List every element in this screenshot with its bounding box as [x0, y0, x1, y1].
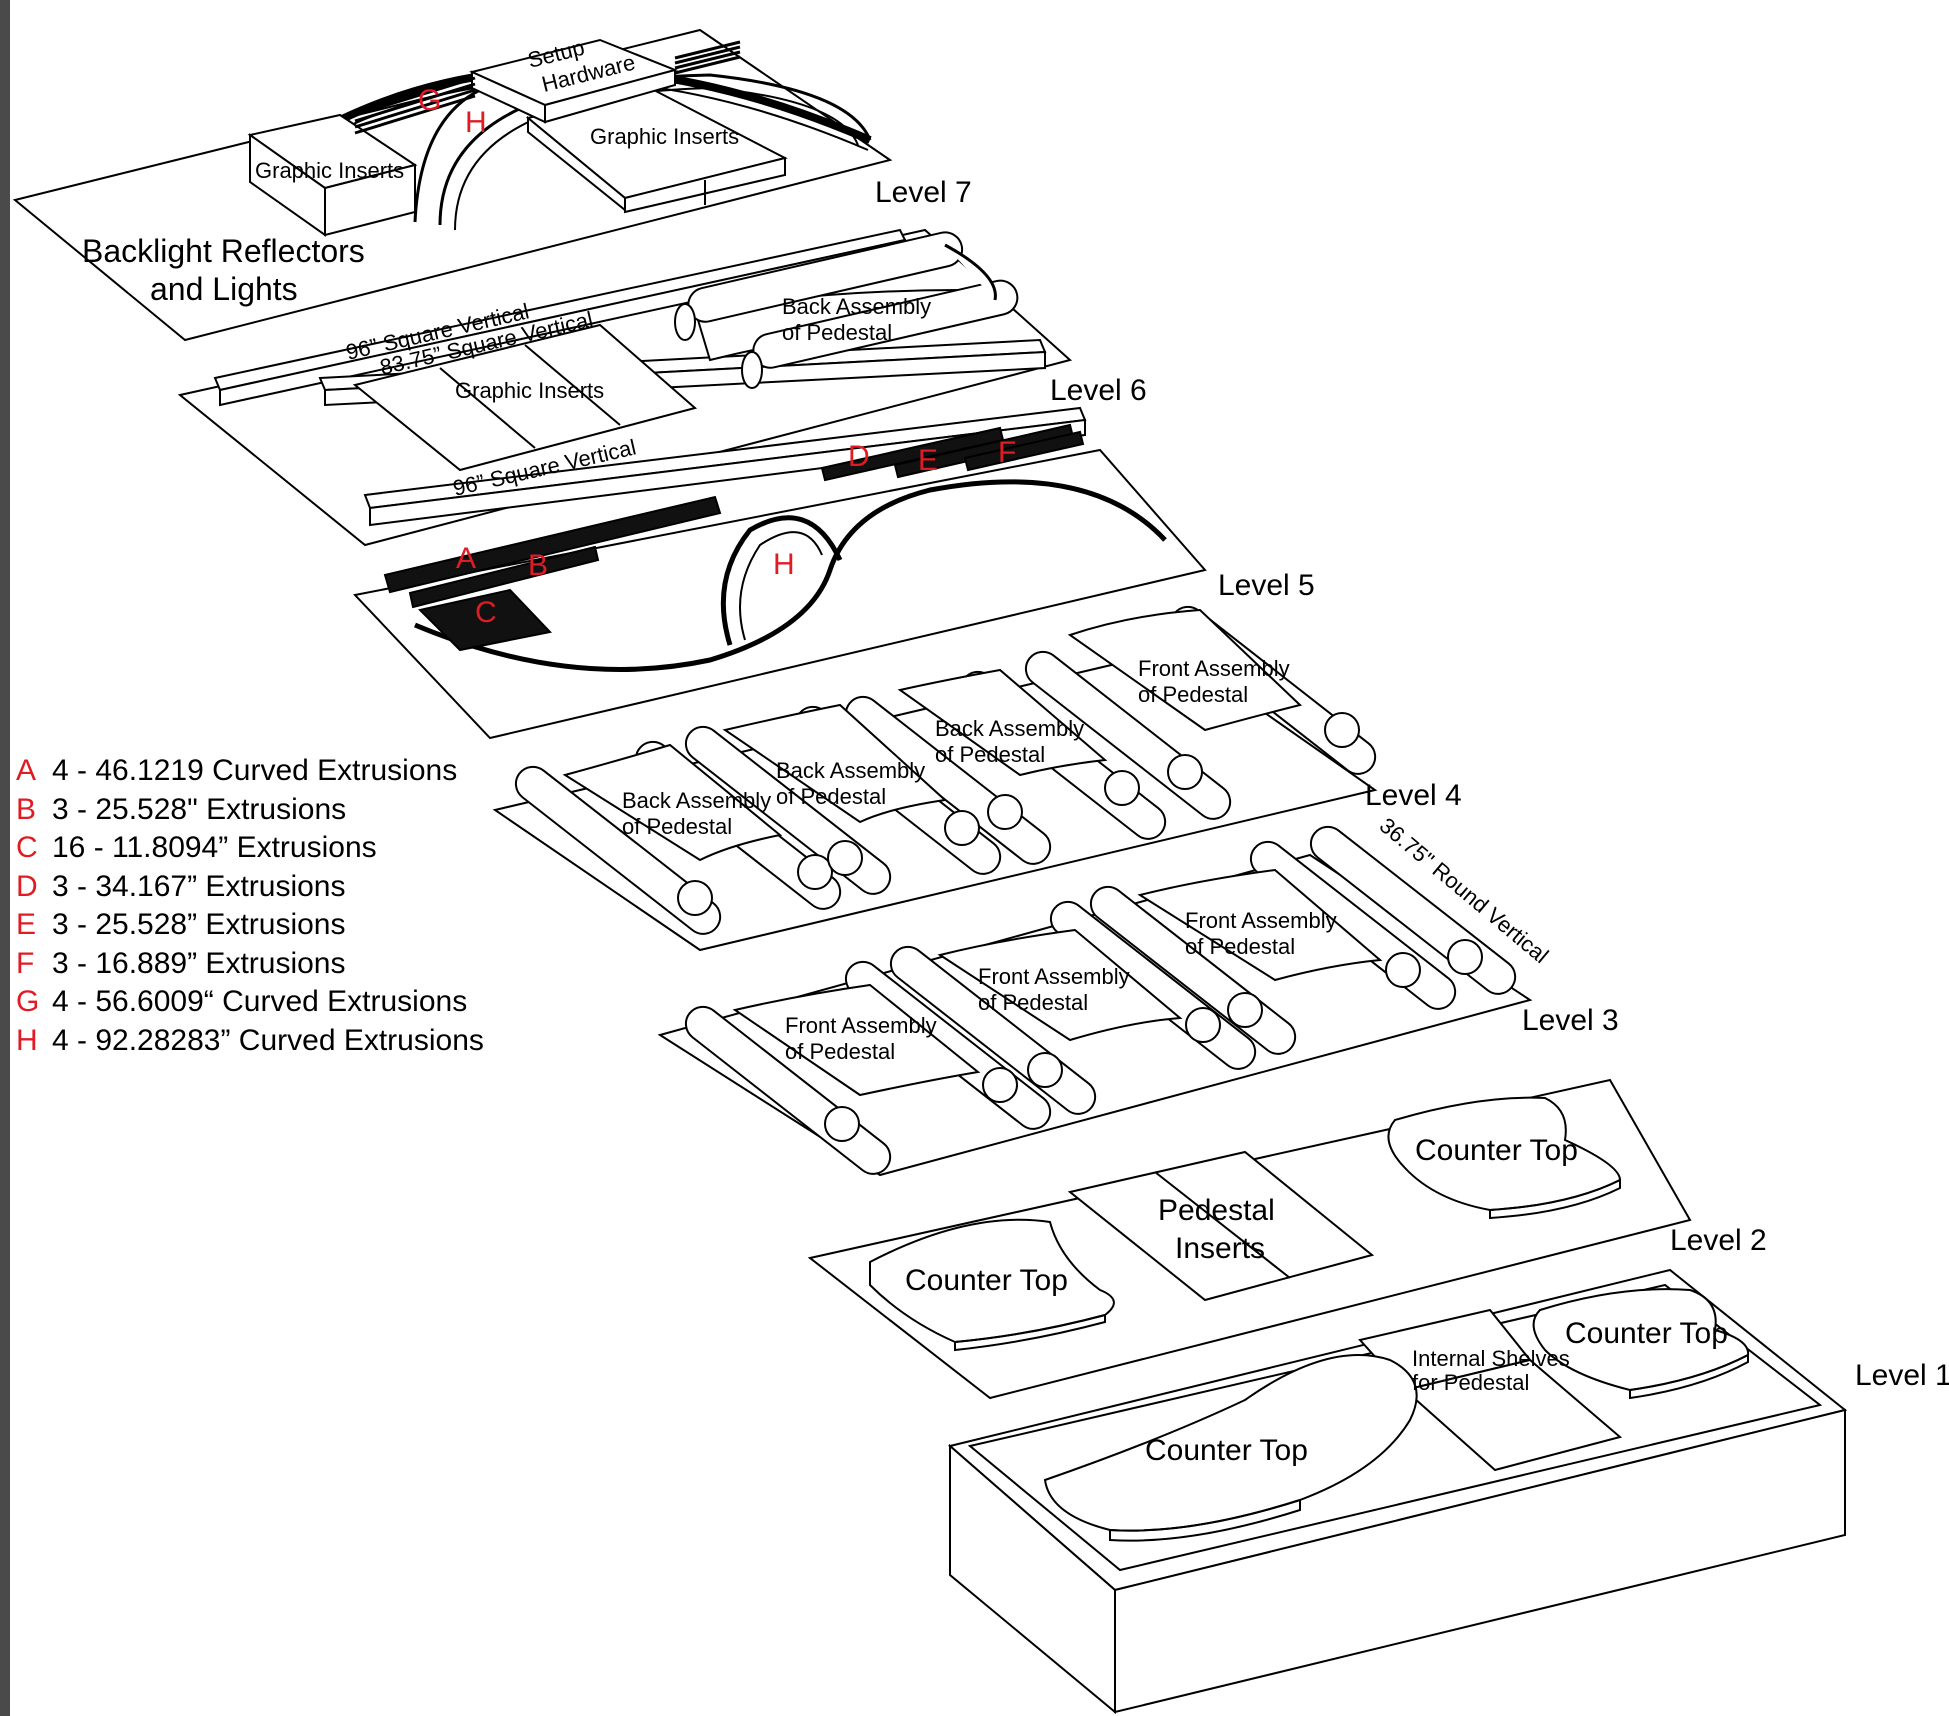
counter-top-label-l2-right: Counter Top	[1415, 1134, 1578, 1167]
legend-code: D	[16, 869, 38, 903]
level-6-label: Level 6	[1050, 374, 1147, 407]
backlight-label-2: and Lights	[150, 271, 298, 307]
counter-top-label-l2-left: Counter Top	[905, 1264, 1068, 1297]
legend-item: H 4 - 92.28283” Curved Extrusions	[16, 1022, 484, 1061]
graphic-inserts-box-right	[525, 86, 788, 214]
backlight-label-1: Backlight Reflectors	[82, 233, 365, 269]
marker-h: H	[465, 106, 487, 139]
legend-text: 3 - 34.167” Extrusions	[52, 869, 346, 903]
level-2-group: Counter Top Counter Top Pedestal Inserts…	[807, 1078, 1767, 1400]
pedestal-inserts-label-1: Pedestal	[1158, 1194, 1275, 1227]
extrusion-stack-b	[408, 545, 600, 609]
extrusion-stack-c	[418, 588, 552, 652]
level-1-group: Counter Top Counter Top Internal Shelves…	[947, 1268, 1949, 1715]
counter-top-label-l1-left: Counter Top	[1145, 1434, 1308, 1467]
front-assembly-label-l3c-1: Front Assembly	[1185, 908, 1337, 933]
graphic-inserts-label-l7-left: Graphic Inserts	[255, 158, 404, 183]
marker-h-l5: H	[773, 548, 795, 581]
counter-top-label-l1-right: Counter Top	[1565, 1317, 1728, 1350]
counter-top-l2-left	[869, 1218, 1115, 1344]
level-4-label: Level 4	[1365, 779, 1462, 812]
back-assembly-label-l4a-1: Back Assembly	[622, 788, 771, 813]
level-3-label: Level 3	[1522, 1004, 1619, 1037]
pedestal-inserts-panel	[1067, 1150, 1375, 1302]
level-2-label: Level 2	[1670, 1224, 1767, 1257]
marker-c: C	[475, 596, 497, 629]
legend-code: A	[16, 754, 37, 787]
setup-hardware-box	[468, 38, 679, 124]
marker-a: A	[456, 542, 476, 575]
marker-b: B	[528, 549, 548, 582]
front-assembly-label-l3b-2: of Pedestal	[978, 990, 1088, 1015]
legend-text: 4 - 56.6009“ Curved Extrusions	[52, 985, 468, 1018]
legend-item: D 3 - 34.167” Extrusions	[16, 868, 484, 907]
legend-item: C 16 - 11.8094” Extrusions	[16, 829, 484, 868]
legend-item: G 4 - 56.6009“ Curved Extrusions	[16, 983, 484, 1022]
front-assembly-label-l3a-2: of Pedestal	[785, 1039, 895, 1064]
graphic-inserts-box-left	[247, 113, 418, 237]
graphic-inserts-label-l7-right: Graphic Inserts	[590, 124, 739, 149]
marker-f: F	[998, 436, 1016, 469]
diagram-canvas: G H Setup Hardware Graphic Inserts Graph…	[10, 0, 1949, 1716]
legend-item: A 4 - 46.1219 Curved Extrusions	[16, 752, 484, 791]
legend-item: B 3 - 25.528" Extrusions	[16, 791, 484, 830]
parts-legend: A 4 - 46.1219 Curved Extrusions B 3 - 25.5…	[16, 752, 484, 1060]
legend-text: 16 - 11.8094” Extrusions	[52, 831, 377, 864]
legend-code: G	[16, 985, 40, 1018]
level-7-label: Level 7	[875, 176, 972, 209]
tubes-level-4	[514, 605, 1377, 935]
level-1-label: Level 1	[1855, 1359, 1949, 1392]
back-assembly-label-l6-1: Back Assembly	[782, 294, 931, 319]
marker-d: D	[848, 440, 870, 473]
extrusion-stack-f	[963, 430, 1085, 472]
legend-text: 3 - 25.528” Extrusions	[52, 908, 346, 941]
back-assembly-label-l4b-1: Back Assembly	[776, 758, 925, 783]
level-7-group: G H Setup Hardware Graphic Inserts Graph…	[12, 28, 972, 342]
legend-text: 3 - 25.528" Extrusions	[52, 792, 347, 826]
internal-shelves-label-2: for Pedestal	[1412, 1370, 1529, 1395]
back-assembly-label-l4b-2: of Pedestal	[776, 784, 886, 809]
front-assembly-label-l4-2: of Pedestal	[1138, 682, 1248, 707]
graphic-inserts-box-l6	[352, 323, 698, 472]
pedestal-inserts-label-2: Inserts	[1175, 1232, 1265, 1265]
legend-item: F 3 - 16.889” Extrusions	[16, 945, 484, 984]
square-vertical-96-bottom	[363, 406, 1087, 527]
back-assembly-label-l4c-1: Back Assembly	[935, 716, 1084, 741]
back-assembly-label-l4a-2: of Pedestal	[622, 814, 732, 839]
legend-code: E	[16, 908, 37, 941]
legend-text: 4 - 46.1219 Curved Extrusions	[52, 754, 458, 787]
graphic-inserts-label-l6: Graphic Inserts	[455, 378, 604, 403]
level-4-group: Back Assembly of Pedestal Back Assembly …	[492, 605, 1462, 952]
legend-code: B	[16, 792, 37, 826]
legend-text: 4 - 92.28283” Curved Extrusions	[52, 1023, 484, 1057]
legend-code: C	[16, 831, 38, 864]
legend-code: H	[16, 1023, 38, 1057]
level-5-label: Level 5	[1218, 569, 1315, 602]
marker-e: E	[918, 444, 938, 477]
front-assembly-label-l4-1: Front Assembly	[1138, 656, 1290, 681]
back-assembly-label-l4c-2: of Pedestal	[935, 742, 1045, 767]
level-6-group: 96” Square Vertical 83.75” Square Vertic…	[177, 228, 1147, 547]
front-assembly-label-l3c-2: of Pedestal	[1185, 934, 1295, 959]
extrusion-stack-a	[383, 495, 722, 594]
legend-code: F	[16, 946, 35, 980]
level-5-group: A B C D E F H Level 5	[353, 423, 1315, 740]
internal-shelves-label-1: Internal Shelves	[1412, 1346, 1570, 1371]
curved-extrusion-h-l5	[414, 479, 1167, 672]
exploded-assembly-diagram: G H Setup Hardware Graphic Inserts Graph…	[12, 28, 1949, 1715]
back-assembly-label-l6-2: of Pedestal	[782, 320, 892, 345]
front-assembly-label-l3a-1: Front Assembly	[785, 1013, 937, 1038]
legend-text: 3 - 16.889” Extrusions	[52, 946, 346, 980]
tubes-level-3	[684, 825, 1517, 1175]
marker-g: G	[418, 84, 441, 117]
legend-item: E 3 - 25.528” Extrusions	[16, 906, 484, 945]
front-assembly-label-l3b-1: Front Assembly	[978, 964, 1130, 989]
back-assembly-l6	[674, 231, 1019, 389]
